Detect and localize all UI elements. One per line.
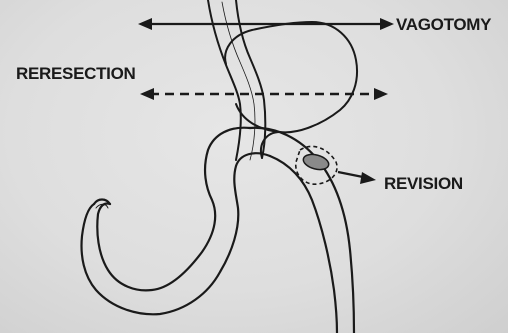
label-revision: REVISION [384,174,463,193]
label-reresection: RERESECTION [16,64,136,83]
jejunal-loop [82,128,270,315]
vagotomy-arrow [138,18,394,30]
stoma-ulcer [302,152,331,172]
revision-arrow [338,172,376,184]
label-vagotomy: VAGOTOMY [396,15,492,34]
efferent-limb [250,128,354,333]
